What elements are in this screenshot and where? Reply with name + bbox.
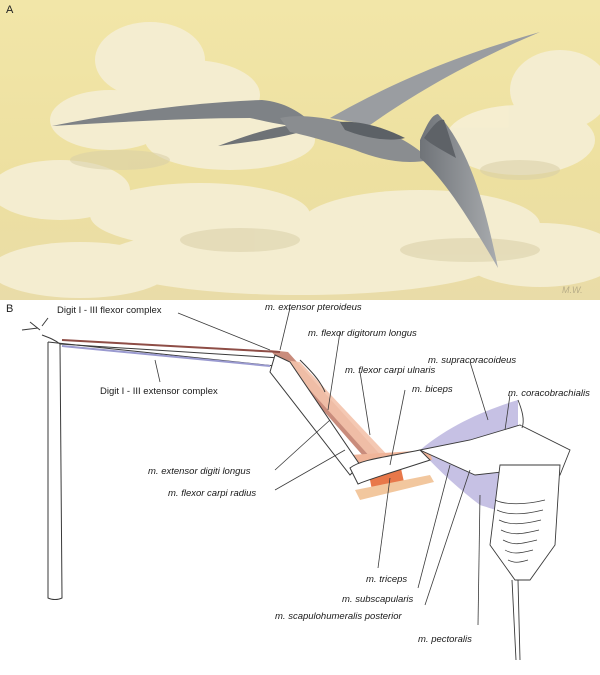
life-reconstruction: M.W.	[0, 0, 600, 300]
label-subscapularis: m. subscapularis	[342, 594, 414, 605]
extensor-muscle-band	[283, 360, 392, 468]
label-biceps: m. biceps	[412, 384, 453, 395]
label-triceps: m. triceps	[366, 574, 407, 585]
triceps-muscle	[355, 475, 434, 500]
artist-signature: M.W.	[562, 285, 583, 295]
label-extensor-pteroideus: m. extensor pteroideus	[265, 302, 362, 313]
panel-label-b: B	[6, 303, 14, 315]
wing-muscle-diagram: Digit I - III flexor complex m. extensor…	[21, 302, 590, 661]
label-flexor-digitorum-longus: m. flexor digitorum longus	[308, 328, 417, 339]
vertebrae	[494, 499, 546, 563]
label-supracoracoideus: m. supracoracoideus	[428, 355, 516, 366]
pterosaur-figure	[52, 32, 540, 268]
panel-label-a: A	[6, 4, 14, 16]
label-flexor-complex: Digit I - III flexor complex	[57, 305, 162, 316]
label-scapulohumeralis-posterior: m. scapulohumeralis posterior	[275, 611, 403, 622]
label-extensor-complex: Digit I - III extensor complex	[100, 386, 218, 397]
leader-lines	[154, 307, 511, 626]
label-pectoralis: m. pectoralis	[418, 634, 472, 645]
label-coracobrachialis: m. coracobrachialis	[508, 388, 590, 399]
panel-b-diagram: Digit I - III flexor complex m. extensor…	[0, 300, 600, 670]
panel-a-illustration: M.W. A	[0, 0, 600, 300]
label-flexor-carpi-ulnaris: m. flexor carpi ulnaris	[345, 365, 436, 376]
label-flexor-carpi-radius: m. flexor carpi radius	[168, 488, 256, 499]
label-extensor-digiti-longus: m. extensor digiti longus	[148, 466, 251, 477]
